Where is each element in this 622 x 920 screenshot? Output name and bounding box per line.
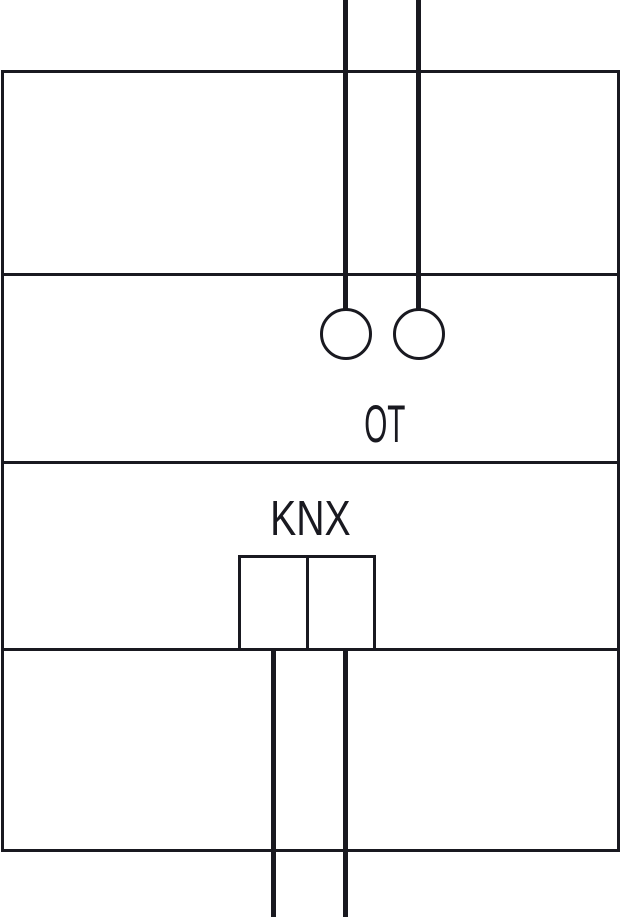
section-divider-top [1,273,620,276]
ot-label-text: OT [364,395,406,454]
ot-wire-left [343,0,348,310]
ot-label: OT [285,398,485,451]
ot-terminal-right-icon [393,308,445,360]
knx-terminal-block-divider [306,555,309,651]
knx-label-text: KNX [269,492,351,546]
ot-wire-right [416,0,421,310]
ot-terminal-left-icon [320,308,372,360]
knx-wire-right [343,649,348,917]
knx-label: KNX [210,495,410,544]
knx-wire-left [271,649,276,917]
section-divider-middle [1,461,620,464]
